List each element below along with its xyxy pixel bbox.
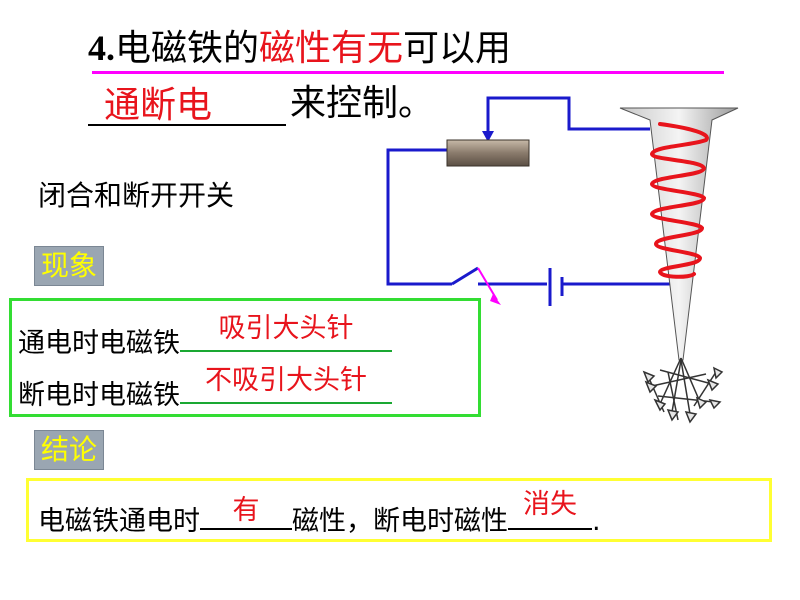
conclusion-box bbox=[26, 478, 772, 542]
circuit-wires bbox=[386, 96, 680, 286]
conclusion-row: 电磁铁通电时 有 磁性，断电时磁性消失. bbox=[38, 489, 601, 539]
heading-number: 4. bbox=[88, 28, 115, 68]
instruction-text: 闭合和断开开关 bbox=[38, 179, 235, 212]
conclusion-label: 结论 bbox=[34, 430, 105, 470]
phenomenon-row-1: 通电时电磁铁 吸引大头针 bbox=[18, 313, 392, 361]
conclusion-text-3: . bbox=[592, 506, 601, 537]
heading-text-2: 可以用 bbox=[403, 28, 512, 69]
conclusion-answer-1: 有 bbox=[232, 495, 260, 526]
phenomenon-row-2: 断电时电磁铁不吸引大头针 bbox=[18, 365, 392, 413]
switch-lever bbox=[451, 266, 479, 286]
answer-blank-line bbox=[88, 124, 286, 126]
heading-line-1: 4.电磁铁的磁性有无可以用 bbox=[88, 28, 511, 69]
row2-answer: 不吸引大头针 bbox=[205, 365, 367, 396]
rheostat-block bbox=[446, 139, 530, 167]
row1-blank: 吸引大头针 bbox=[180, 313, 392, 352]
heading-underline-magenta bbox=[92, 71, 724, 74]
heading-text-3: 来控制。 bbox=[290, 83, 435, 124]
phenomenon-box bbox=[9, 298, 481, 417]
conclusion-answer-2: 消失 bbox=[523, 489, 577, 520]
heading-answer: 通断电 bbox=[104, 85, 213, 126]
row2-blank: 不吸引大头针 bbox=[180, 365, 392, 404]
conclusion-text-1: 电磁铁通电时 bbox=[38, 506, 200, 537]
conclusion-text-2: 磁性，断电时磁性 bbox=[292, 506, 508, 537]
conclusion-blank-1: 有 bbox=[200, 494, 292, 530]
row2-prefix: 断电时电磁铁 bbox=[18, 380, 180, 411]
coil-windings bbox=[649, 122, 709, 279]
phenomenon-label: 现象 bbox=[34, 246, 105, 286]
row1-prefix: 通电时电磁铁 bbox=[18, 328, 180, 359]
conclusion-blank-2: 消失 bbox=[508, 489, 592, 530]
switch-arrow-icon bbox=[490, 294, 501, 305]
heading-text-1: 电磁铁的 bbox=[115, 28, 260, 69]
row1-answer: 吸引大头针 bbox=[218, 313, 354, 344]
switch-arrow-line bbox=[477, 267, 498, 301]
heading-highlight: 磁性有无 bbox=[259, 28, 404, 69]
wire-arrow-icon bbox=[482, 131, 494, 142]
pins-cluster bbox=[642, 357, 724, 424]
